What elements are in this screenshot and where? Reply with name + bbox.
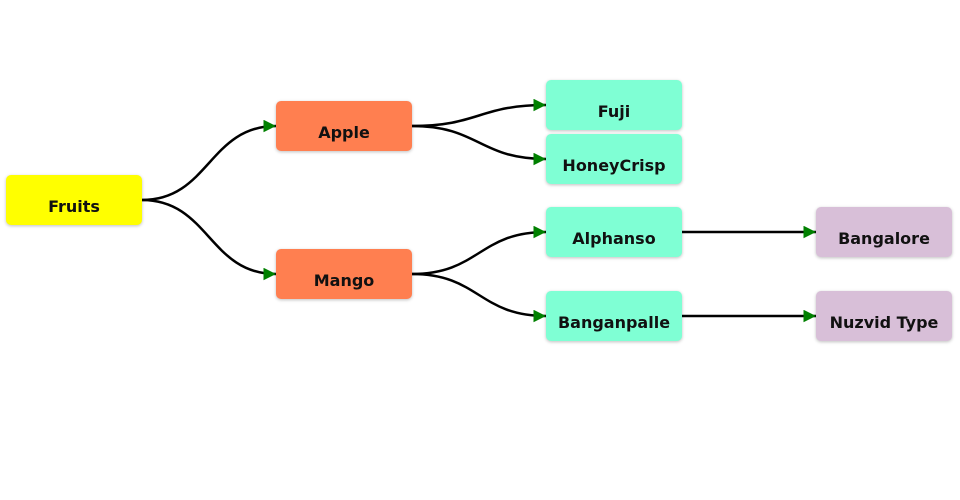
node-fruits[interactable]: Fruits <box>6 175 142 225</box>
node-mango[interactable]: Mango <box>276 249 412 299</box>
node-apple[interactable]: Apple <box>276 101 412 151</box>
node-label: Banganpalle <box>557 313 671 332</box>
node-label: HoneyCrisp <box>562 156 666 175</box>
node-fuji[interactable]: Fuji <box>546 80 682 130</box>
edge-mango-banganpalle <box>411 272 547 323</box>
node-label: Nuzvid Type <box>829 313 939 332</box>
node-bangalore[interactable]: Bangalore <box>816 207 952 257</box>
node-label: Apple <box>318 123 370 142</box>
node-label: Mango <box>313 271 375 290</box>
node-label: Alphanso <box>572 229 656 248</box>
node-label: Bangalore <box>838 229 930 248</box>
edge-mango-alphanso <box>411 225 547 276</box>
node-alphanso[interactable]: Alphanso <box>546 207 682 257</box>
edge-apple-fuji <box>411 98 547 128</box>
node-label: Fruits <box>48 197 100 216</box>
node-nuzvid[interactable]: Nuzvid Type <box>816 291 952 341</box>
edge-fruits-mango <box>141 198 277 281</box>
node-honeycrisp[interactable]: HoneyCrisp <box>546 134 682 184</box>
node-banganpalle[interactable]: Banganpalle <box>546 291 682 341</box>
node-label: Fuji <box>597 102 631 121</box>
edge-apple-honeycrisp <box>411 124 547 166</box>
edge-fruits-apple <box>141 119 277 202</box>
